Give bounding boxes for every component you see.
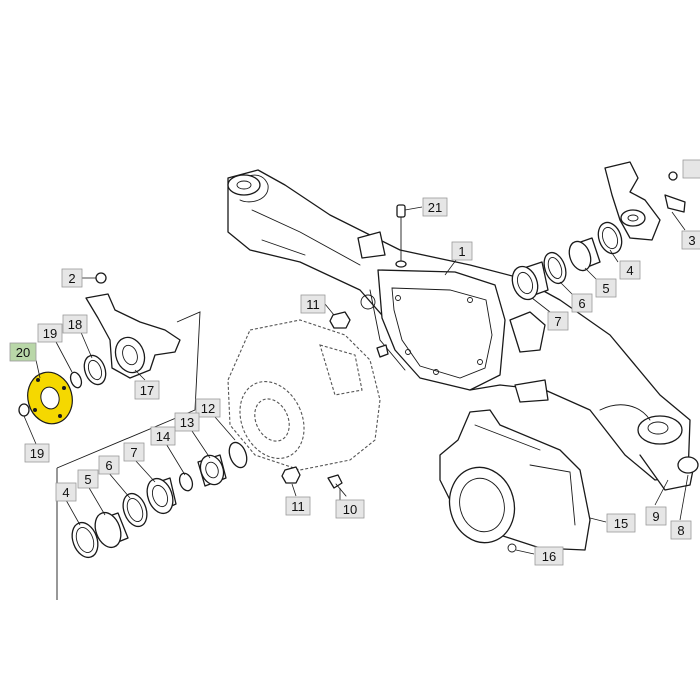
callout-20[interactable]: 20 (9, 342, 37, 362)
seal-ring-18-part[interactable] (80, 352, 109, 387)
callout-label: 11 (291, 499, 305, 514)
steering-bracket-left-part[interactable] (85, 272, 181, 379)
callout-label: 3 (688, 233, 695, 248)
differential-carrier-ghost (227, 319, 381, 471)
callout-label: 7 (554, 314, 561, 329)
bolt-10-part[interactable] (327, 474, 347, 497)
callout-2[interactable]: 2 (61, 268, 83, 288)
callout-label: 12 (201, 401, 215, 416)
callout-label: 8 (677, 523, 684, 538)
callout-label: 19 (30, 446, 44, 461)
callout-12[interactable]: 12 (195, 398, 221, 418)
callout-6-left[interactable]: 6 (98, 455, 120, 475)
callout-5-left[interactable]: 5 (77, 469, 99, 489)
callout-label: 5 (84, 472, 91, 487)
callout-4-left[interactable]: 4 (55, 482, 77, 502)
callout-label: 13 (180, 415, 194, 430)
bearing-5-left-part[interactable] (91, 509, 129, 551)
callout-label: 4 (626, 263, 633, 278)
callout-label: 20 (16, 345, 30, 360)
axle-housing-part[interactable] (227, 169, 699, 491)
callout-label: 1 (458, 244, 465, 259)
ring-6-left-part[interactable] (119, 490, 151, 529)
callout-label: 6 (578, 296, 585, 311)
callout-19-upper[interactable]: 19 (37, 323, 63, 343)
callout-label: 19 (43, 326, 57, 341)
callout-label: 7 (130, 445, 137, 460)
callout-1[interactable]: 1 (451, 241, 473, 261)
bearing-7-right-part[interactable] (508, 261, 549, 303)
callout-4-right[interactable]: 4 (619, 260, 641, 280)
callout-8[interactable]: 8 (670, 520, 692, 540)
callout-3-top[interactable] (682, 159, 700, 179)
callout-11-lower[interactable]: 11 (285, 496, 311, 516)
callout-3[interactable]: 3 (681, 230, 700, 250)
callout-5-right[interactable]: 5 (595, 278, 617, 298)
callout-label: 9 (652, 509, 659, 524)
callouts: 21 1 2 3 4 5 6 (9, 159, 700, 566)
callout-label: 2 (68, 271, 75, 286)
callout-15[interactable]: 15 (606, 513, 636, 533)
callout-18[interactable]: 18 (62, 314, 88, 334)
callout-label: 18 (68, 317, 82, 332)
callout-label: 10 (343, 502, 357, 517)
ring-12-part[interactable] (226, 440, 250, 470)
callout-11-upper[interactable]: 11 (300, 294, 326, 314)
bearing-7-left-part[interactable] (143, 475, 178, 517)
callout-label: 11 (306, 297, 320, 312)
leader-lines (23, 206, 689, 555)
callout-label: 15 (614, 516, 628, 531)
callout-21[interactable]: 21 (422, 197, 448, 217)
callout-7-left[interactable]: 7 (123, 442, 145, 462)
plug-19-lower-part[interactable] (18, 403, 30, 417)
callout-19-lower[interactable]: 19 (24, 443, 50, 463)
nut-11-lower-part[interactable] (281, 466, 301, 484)
callout-17[interactable]: 17 (134, 380, 160, 400)
callout-label: 21 (428, 200, 442, 215)
right-bearing-stack[interactable] (508, 219, 626, 303)
callout-9[interactable]: 9 (645, 506, 667, 526)
callout-label: 17 (140, 383, 154, 398)
callout-10[interactable]: 10 (335, 499, 365, 519)
final-drive-housing-part[interactable] (439, 409, 591, 553)
callout-6-right[interactable]: 6 (571, 293, 593, 313)
ring-4-right-part[interactable] (594, 219, 626, 257)
left-bearing-stack[interactable] (68, 440, 250, 561)
ring-6-right-part[interactable] (540, 250, 570, 287)
bearing-5-right-part[interactable] (565, 237, 601, 274)
flange-20-part[interactable] (22, 367, 78, 429)
callout-label: 4 (62, 485, 69, 500)
callout-label: 14 (156, 429, 170, 444)
callout-label: 6 (105, 458, 112, 473)
steering-bracket-right-part[interactable] (604, 161, 686, 241)
callout-label: 5 (602, 281, 609, 296)
callout-7-right[interactable]: 7 (547, 311, 569, 331)
gear-13-part[interactable] (197, 452, 228, 488)
callout-16[interactable]: 16 (534, 546, 564, 566)
o-ring-19-upper-part[interactable] (69, 371, 84, 389)
callout-14[interactable]: 14 (150, 426, 176, 446)
callout-13[interactable]: 13 (174, 412, 200, 432)
washer-14-part[interactable] (177, 471, 194, 492)
callout-label: 16 (542, 549, 556, 564)
nut-11-upper-part[interactable] (329, 311, 389, 358)
bolt-21-part[interactable] (395, 204, 407, 268)
